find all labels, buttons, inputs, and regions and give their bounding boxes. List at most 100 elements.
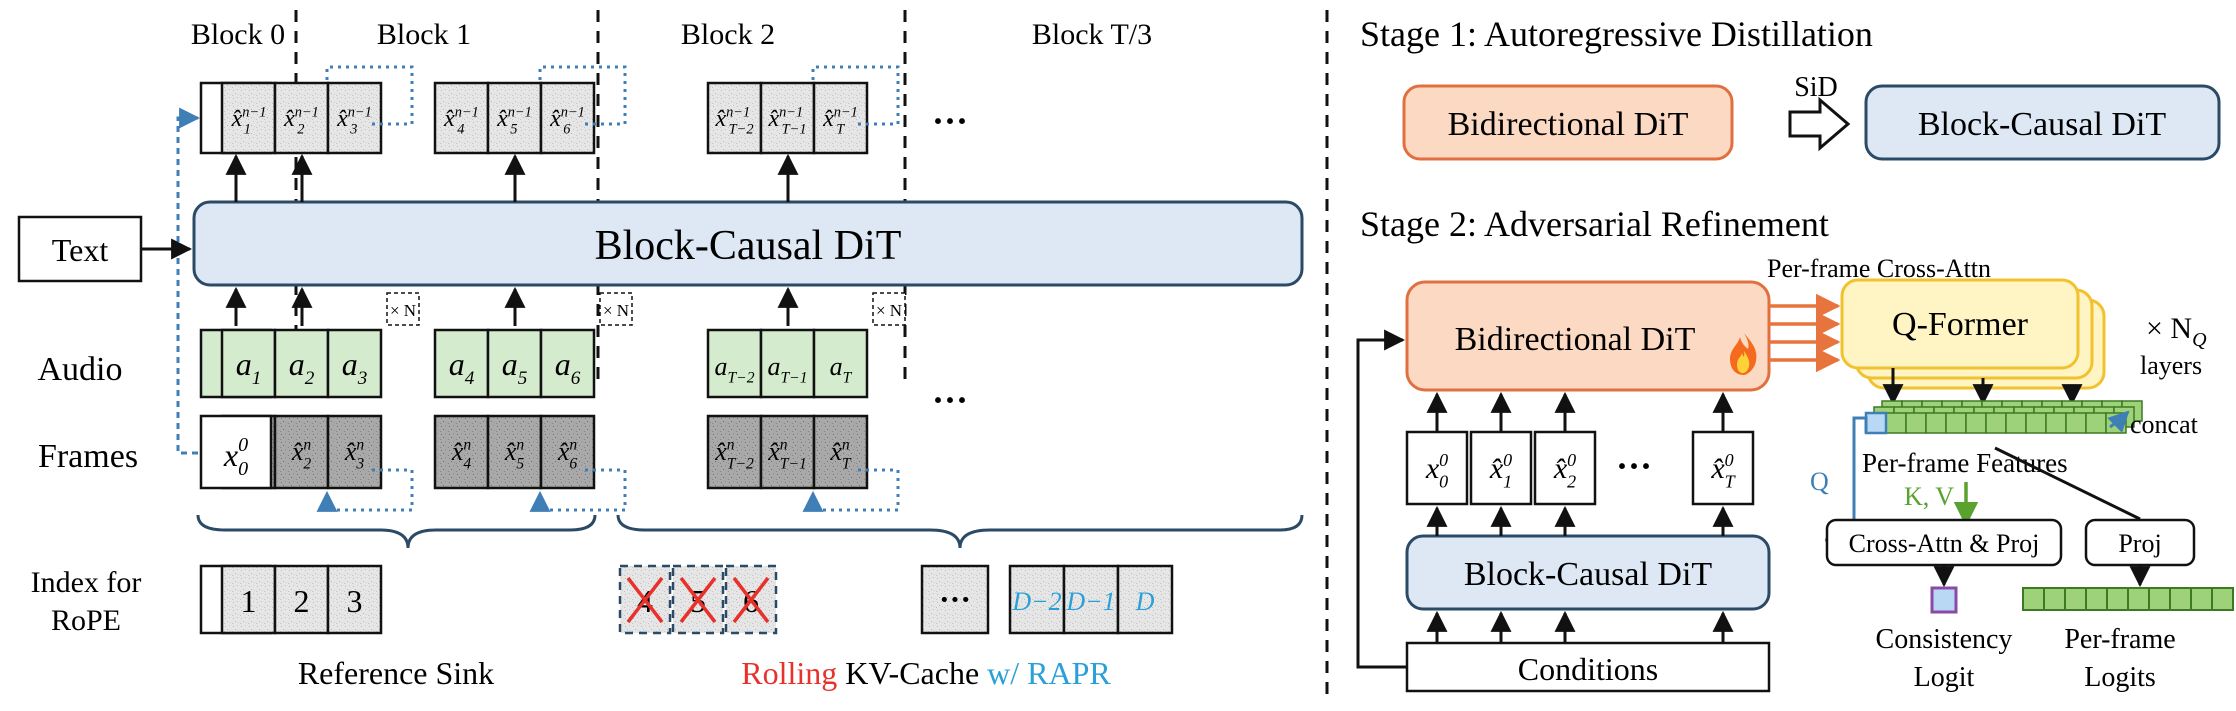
- row-label-frames: Frames: [38, 438, 138, 475]
- logit-cell: [2127, 587, 2150, 611]
- logit-cell: [2043, 587, 2066, 611]
- frame-cell: [326, 414, 383, 490]
- latent-cell: [1405, 430, 1469, 506]
- audio-label: aT−2: [715, 352, 755, 386]
- audio-cell: [759, 328, 816, 399]
- svg-text:Block-Causal DiT: Block-Causal DiT: [1464, 556, 1713, 593]
- audio-label: a2: [289, 346, 315, 389]
- latent-cell: [1533, 430, 1597, 506]
- logit-cell: [2106, 587, 2129, 611]
- audio-label: a1: [236, 346, 262, 389]
- svg-text:Bidirectional DiT: Bidirectional DiT: [1448, 106, 1689, 143]
- index-rolling-label: D: [1135, 587, 1155, 616]
- ellipsis-output: ···: [932, 101, 968, 141]
- index-rolling-cell: [1116, 564, 1174, 635]
- perframe-logits-1: Per-frame: [2064, 624, 2175, 655]
- audio-cell: [812, 328, 869, 399]
- latent-ellipsis: ···: [1616, 446, 1652, 486]
- feature-cell: [1985, 412, 2007, 434]
- fire-icon: [1730, 333, 1757, 375]
- feature-cell: [2045, 412, 2067, 434]
- svg-text:Text: Text: [52, 232, 109, 268]
- brace-rolling: [616, 514, 1304, 549]
- proj-box: Proj: [2084, 518, 2196, 567]
- block-label-3: Block T/3: [1032, 18, 1152, 51]
- block-causal-dit: Block-Causal DiT: [192, 200, 1304, 287]
- index-sink-cell: [273, 564, 330, 635]
- output-cell: [812, 81, 869, 155]
- output-cell: [539, 81, 596, 155]
- block-label-2: Block 2: [681, 18, 775, 51]
- sid-label: SiD: [1794, 72, 1838, 103]
- frame-cell: [273, 414, 330, 490]
- dit-output-arrows: [225, 153, 799, 326]
- brace-sink: [196, 514, 597, 549]
- q-label: Q: [1810, 467, 1829, 496]
- repeat-label: × N: [603, 301, 629, 320]
- svg-text:Cross-Attn & Proj: Cross-Attn & Proj: [1849, 529, 2040, 558]
- features-to-proj: [1994, 446, 2141, 521]
- index-sink-cell: [326, 564, 383, 635]
- layers-label: layers: [2140, 351, 2202, 380]
- output-recurrence-path: [538, 65, 627, 126]
- sid-arrow: [1788, 96, 1851, 152]
- concat-label: concat: [2130, 410, 2199, 439]
- consistency-label-2: Logit: [1914, 662, 1975, 693]
- frame-recurrence-path: [529, 468, 627, 512]
- query-token: [1864, 411, 1888, 435]
- caption-reference-sink: Reference Sink: [298, 655, 494, 691]
- index-rolling-cell: [1062, 564, 1120, 635]
- repeat-box: [599, 292, 633, 326]
- index-ellipsis: ···: [939, 581, 971, 617]
- output-cell: [706, 81, 763, 155]
- feature-cell: [2025, 412, 2047, 434]
- svg-text:Block-Causal DiT: Block-Causal DiT: [595, 223, 902, 269]
- feature-cell: [1905, 412, 1927, 434]
- index-sink-label: 1: [241, 583, 257, 619]
- text-input-box: Text: [17, 215, 143, 283]
- repeat-box: [386, 292, 420, 326]
- audio-label: a6: [555, 346, 581, 389]
- feature-cell: [1965, 412, 1987, 434]
- cross-attn-label: Per-frame Cross-Attn: [1767, 254, 1991, 283]
- feature-cell: [1945, 412, 1967, 434]
- frame-cell: [759, 414, 816, 490]
- consistency-logit-cell: [1930, 586, 1958, 614]
- output-recurrence-path: [811, 65, 900, 126]
- svg-text:Q-Former: Q-Former: [1892, 306, 2029, 343]
- per-frame-logits-strip: [2022, 587, 2234, 611]
- index-rolling-cell: [1008, 564, 1066, 635]
- evicted-cross-b: [626, 576, 664, 624]
- audio-label: a5: [502, 346, 528, 389]
- frame-recurrence-path: [802, 468, 900, 512]
- frame-recurrence-path: [316, 468, 414, 512]
- index-row: 0123456···D−2D−1D: [199, 564, 1174, 635]
- conditions-feedback-arrow: [1356, 329, 1407, 669]
- kv-label: K, V: [1904, 482, 1954, 511]
- cross-attn-proj-box: Cross-Attn & Proj: [1825, 518, 2063, 567]
- row-label-audio: Audio: [38, 351, 123, 388]
- repeat-labels: × N× N× N: [386, 292, 906, 326]
- stage2-bidirectional-dit: Bidirectional DiT: [1405, 280, 1771, 392]
- logit-cell: [2064, 587, 2087, 611]
- audio-label: a4: [449, 346, 475, 389]
- frame-cell: [486, 414, 543, 490]
- feature-cell: [1885, 412, 1907, 434]
- stage2-title: Stage 2: Adversarial Refinement: [1360, 204, 1829, 244]
- consistency-label-1: Consistency: [1876, 624, 2013, 655]
- feature-cell: [2065, 412, 2087, 434]
- q-former: Q-Former: [1840, 278, 2106, 390]
